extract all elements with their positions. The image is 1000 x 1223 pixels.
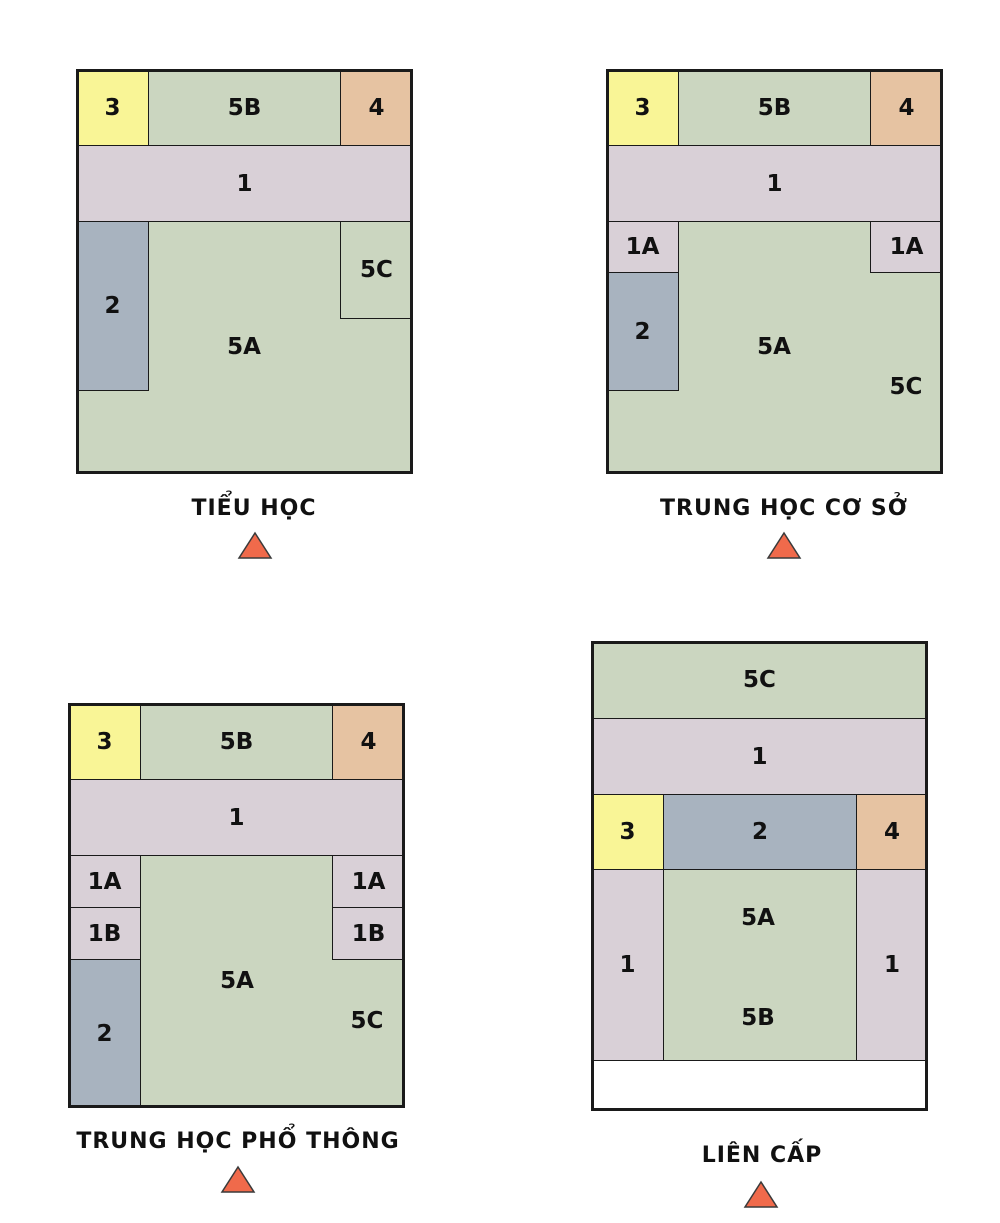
zone-label: 4 bbox=[883, 819, 900, 845]
zone-label: 5C bbox=[743, 667, 776, 693]
zone-5a-label: 5A bbox=[741, 905, 775, 931]
zone-1-left: 1 bbox=[591, 869, 664, 1061]
zone-label: 1 bbox=[619, 952, 636, 978]
site-outline-border bbox=[68, 703, 405, 1108]
zone-label: 1 bbox=[228, 804, 245, 831]
zone-4: 4 bbox=[332, 703, 405, 780]
zone-label: 2 bbox=[751, 819, 768, 845]
zone-1: 1 bbox=[606, 145, 943, 222]
zone-label: 1 bbox=[883, 952, 900, 978]
zone-label: 2 bbox=[96, 1020, 113, 1047]
caption: TRUNG HỌC CƠ SỞ bbox=[660, 496, 908, 521]
zone-label: 1B bbox=[87, 920, 122, 947]
zone-1a-left: 1A bbox=[606, 221, 679, 273]
zone-label: 5C bbox=[360, 257, 393, 283]
zone-label: 3 bbox=[104, 94, 121, 121]
zone-label: 5B bbox=[757, 94, 792, 121]
zone-5a-label: 5A bbox=[227, 334, 261, 360]
zone-2: 2 bbox=[663, 794, 857, 870]
zone-5a-5b bbox=[663, 869, 857, 1061]
zone-5b-label: 5B bbox=[741, 1005, 775, 1031]
zone-1: 1 bbox=[76, 145, 413, 222]
caption: TRUNG HỌC PHỔ THÔNG bbox=[76, 1129, 400, 1154]
caption: LIÊN CẤP bbox=[701, 1143, 823, 1168]
zone-5b: 5B bbox=[678, 69, 871, 146]
zone-label: 4 bbox=[368, 94, 385, 121]
zone-label: 1A bbox=[889, 234, 924, 260]
zone-label: 1A bbox=[351, 868, 386, 895]
zone-5c-label: 5C bbox=[889, 374, 923, 400]
zone-label: 5B bbox=[227, 94, 262, 121]
caption: TIỂU HỌC bbox=[191, 496, 317, 521]
zone-label: 4 bbox=[360, 728, 377, 755]
zone-label: 3 bbox=[619, 819, 636, 845]
zone-label: 5B bbox=[219, 728, 254, 755]
zone-3: 3 bbox=[76, 69, 149, 146]
north-arrow-triangle-icon bbox=[766, 531, 802, 559]
zone-label: 1 bbox=[766, 170, 783, 197]
zone-1-top: 1 bbox=[591, 718, 928, 795]
zone-5a-label: 5A bbox=[220, 968, 254, 994]
zone-5c-label: 5C bbox=[350, 1008, 384, 1034]
north-arrow-triangle-icon bbox=[743, 1180, 779, 1208]
zone-label: 2 bbox=[634, 318, 651, 345]
zone-5a-label: 5A bbox=[757, 334, 791, 360]
zone-1b-right: 1B bbox=[332, 907, 405, 960]
site-outline-border bbox=[606, 69, 943, 474]
zone-label: 1A bbox=[87, 868, 122, 895]
zone-1-right: 1 bbox=[856, 869, 928, 1061]
zone-label: 3 bbox=[634, 94, 651, 121]
site-outline-border bbox=[76, 69, 413, 474]
zone-label: 1A bbox=[625, 234, 660, 260]
zone-label: 4 bbox=[898, 94, 915, 121]
zone-label: 3 bbox=[96, 728, 113, 755]
north-arrow-triangle-icon bbox=[237, 531, 273, 559]
zone-1a-right: 1A bbox=[870, 221, 943, 273]
site-outline-border bbox=[591, 641, 928, 1111]
zone-label: 2 bbox=[104, 293, 121, 319]
zone-4: 4 bbox=[340, 69, 413, 146]
zone-5c: 5C bbox=[340, 221, 413, 319]
zone-5c: 5C bbox=[591, 641, 928, 719]
north-arrow-triangle-icon bbox=[220, 1165, 256, 1193]
zone-4: 4 bbox=[870, 69, 943, 146]
zone-2: 2 bbox=[76, 221, 149, 391]
zone-1b-left: 1B bbox=[68, 907, 141, 960]
zone-label: 1 bbox=[236, 170, 253, 197]
zone-label: 1B bbox=[351, 920, 386, 947]
zone-2: 2 bbox=[606, 272, 679, 391]
zone-label: 1 bbox=[751, 743, 768, 770]
